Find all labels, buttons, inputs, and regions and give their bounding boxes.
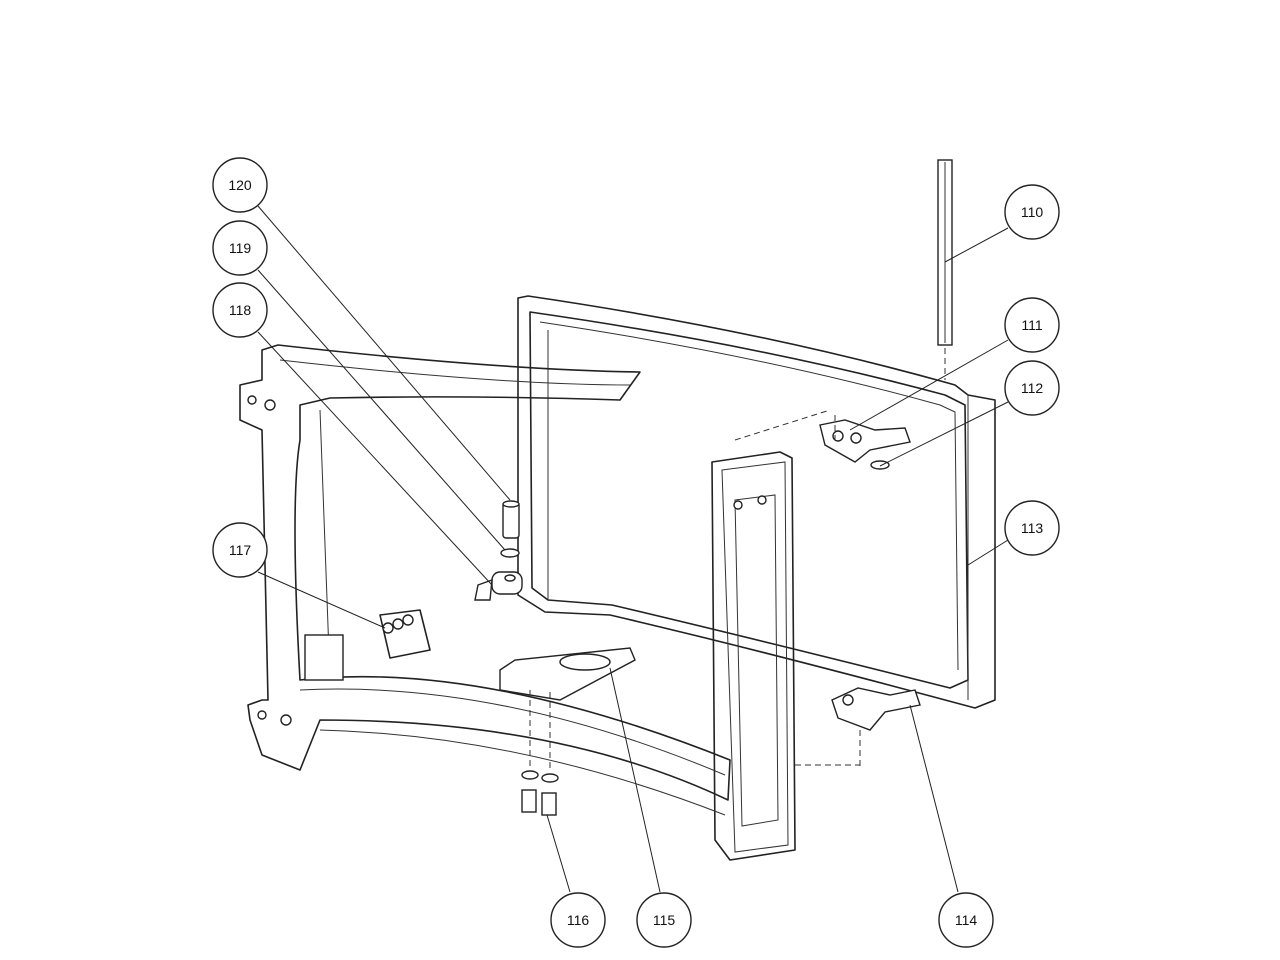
- callout-110: 110: [1004, 184, 1060, 240]
- callout-117: 117: [212, 522, 268, 578]
- callout-label: 111: [1021, 317, 1042, 333]
- vertical-post-part: [711, 451, 796, 861]
- callout-120: 120: [212, 157, 268, 213]
- callout-118: 118: [212, 282, 268, 338]
- callout-112: 112: [1004, 360, 1060, 416]
- callout-114: 114: [938, 892, 994, 948]
- callout-119: 119: [212, 220, 268, 276]
- callout-label: 117: [229, 542, 252, 558]
- callout-115: 115: [636, 892, 692, 948]
- callout-116: 116: [550, 892, 606, 948]
- callout-label: 116: [567, 912, 590, 928]
- callout-label: 112: [1021, 380, 1044, 396]
- leader-lines: [257, 205, 1009, 893]
- rod-part: [937, 159, 953, 380]
- rear-frame-part: [517, 295, 996, 709]
- callout-113: 113: [1004, 500, 1060, 556]
- callout-label: 114: [955, 912, 978, 928]
- callout-label: 118: [229, 302, 252, 318]
- callout-label: 115: [653, 912, 676, 928]
- front-frame-part: [239, 344, 731, 816]
- callout-label: 113: [1021, 520, 1044, 536]
- callout-label: 119: [229, 240, 252, 256]
- small-parts: [379, 409, 921, 816]
- callout-label: 110: [1021, 204, 1044, 220]
- callout-label: 120: [228, 177, 252, 193]
- callout-111: 111: [1004, 297, 1060, 353]
